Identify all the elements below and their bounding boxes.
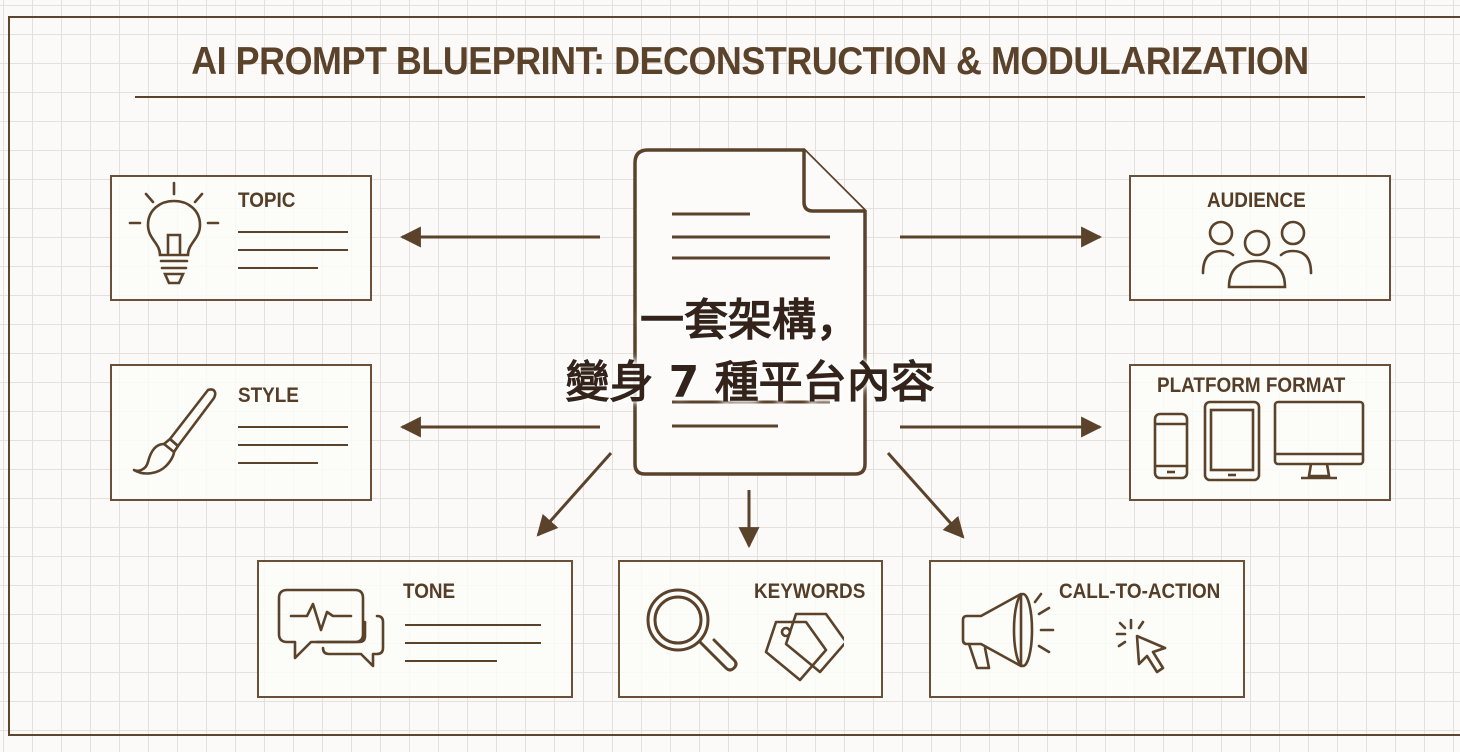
module-call-to-action: CALL-TO-ACTION [929,560,1245,698]
module-style: STYLE [110,364,372,501]
arrow-to-tone [536,452,613,537]
people-group-icon [1201,220,1313,289]
arrow-to-cta [886,452,965,539]
frame-border-top [8,16,1460,18]
tablet-icon [1203,400,1261,482]
phone-icon [1153,412,1189,480]
style-label: STYLE [238,384,299,407]
overlay-line-2: 變身 7 種平台內容 [565,357,935,408]
magnifier-icon [646,588,738,672]
tags-icon [764,612,844,682]
tone-text-lines [405,624,541,678]
module-platform-format: PLATFORM FORMAT [1129,364,1391,501]
module-audience: AUDIENCE [1129,175,1391,301]
overlay-line-1: 一套架構， [640,295,860,346]
platform-format-label: PLATFORM FORMAT [1157,374,1346,397]
chat-bubbles-icon [277,588,385,668]
frame-border-bottom [8,734,1460,736]
cursor-click-icon [1115,618,1167,674]
tone-label: TONE [403,580,456,603]
audience-label: AUDIENCE [1207,189,1306,212]
topic-label: TOPIC [238,189,296,212]
frame-border-left [8,16,10,736]
lightbulb-icon [128,181,220,285]
overlay-caption: 一套架構， 變身 7 種平台內容 [470,290,1030,414]
title-underline [135,96,1365,98]
monitor-icon [1273,400,1365,480]
module-topic: TOPIC [110,175,372,301]
module-tone: TONE [257,560,573,698]
keywords-label: KEYWORDS [754,580,866,603]
module-keywords: KEYWORDS [618,560,883,698]
cta-label: CALL-TO-ACTION [1059,580,1221,603]
page-title: AI PROMPT BLUEPRINT: DECONSTRUCTION & MO… [191,40,1309,83]
topic-text-lines [238,231,348,285]
paintbrush-icon [132,388,217,475]
style-text-lines [238,426,348,480]
megaphone-icon [961,592,1055,670]
central-document-icon [633,148,867,476]
